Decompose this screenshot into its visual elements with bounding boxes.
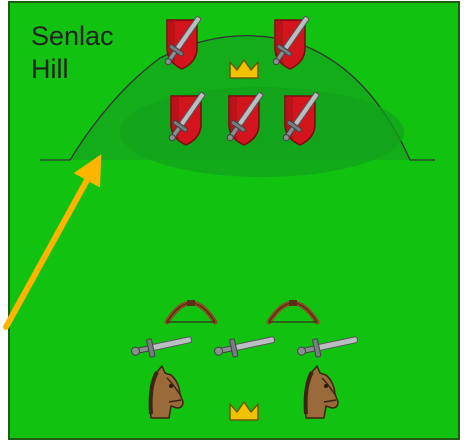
hill-label: Senlac Hill [31,21,114,84]
arrow-icon [3,154,102,330]
